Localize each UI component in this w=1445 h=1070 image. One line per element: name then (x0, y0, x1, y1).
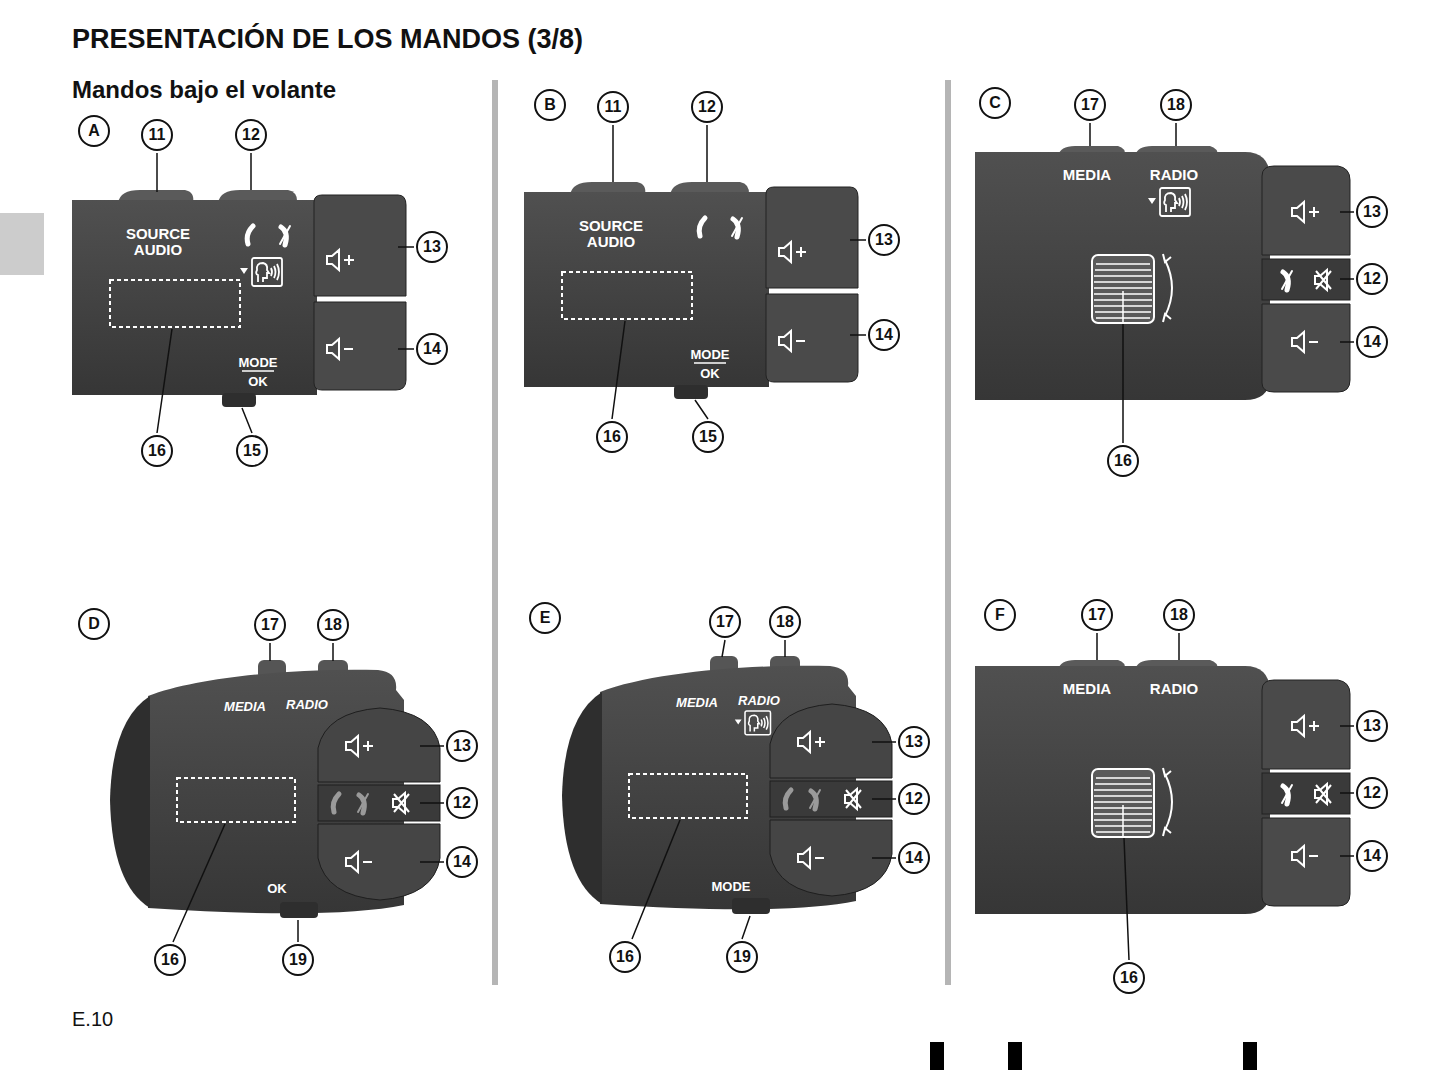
control-label: MEDIA (676, 695, 718, 710)
control-label: MODE (712, 879, 751, 894)
callout-number: 15 (236, 435, 268, 467)
callout-number: 12 (898, 783, 930, 815)
callout-number: 16 (141, 435, 173, 467)
page-decoration (930, 1042, 944, 1070)
page-title: PRESENTACIÓN DE LOS MANDOS (3/8) (72, 24, 583, 55)
control-label: OK (248, 374, 268, 389)
callout-number: 14 (416, 333, 448, 365)
callout-number: 13 (898, 726, 930, 758)
stalk-illustration (110, 660, 440, 918)
callout-number: 13 (416, 231, 448, 263)
callout-number: 12 (1356, 777, 1388, 809)
control-label: MEDIA (1063, 166, 1111, 183)
callout-number: 14 (868, 319, 900, 351)
callout-number: 14 (1356, 326, 1388, 358)
callout-number: 12 (446, 787, 478, 819)
leader-line (1090, 123, 1354, 443)
leader-line (157, 123, 1354, 960)
stalk-illustration (975, 660, 1350, 914)
callout-number: 13 (868, 224, 900, 256)
callout-number: D (78, 608, 110, 640)
callout-number: 16 (154, 944, 186, 976)
control-label: SOURCE AUDIO (113, 226, 203, 258)
stalk-illustration (975, 146, 1350, 400)
page-decoration (1243, 1042, 1257, 1070)
control-label: OK (267, 881, 287, 896)
callout-number: 13 (1356, 710, 1388, 742)
stalk-illustration (524, 182, 858, 399)
callout-number: 18 (1160, 89, 1192, 121)
control-label: MEDIA (224, 699, 266, 714)
leader-line (173, 643, 444, 942)
callout-number: 14 (898, 842, 930, 874)
stalk-illustration (240, 258, 282, 286)
control-label: RADIO (738, 693, 780, 708)
leader-line (1097, 633, 1354, 960)
callout-number: 19 (726, 941, 758, 973)
control-label: RADIO (286, 697, 328, 712)
stalk-illustration (72, 190, 406, 407)
page-decoration (0, 213, 44, 275)
callout-number: 14 (1356, 840, 1388, 872)
page-decoration (945, 80, 951, 985)
callout-number: 13 (1356, 196, 1388, 228)
callout-number: 14 (446, 846, 478, 878)
leader-line (612, 125, 866, 419)
page-number: E.10 (72, 1008, 113, 1031)
callout-number: 17 (254, 609, 286, 641)
callout-number: 16 (596, 421, 628, 453)
leader-line (632, 640, 896, 939)
callout-number: 11 (141, 119, 173, 151)
callout-number: 19 (282, 944, 314, 976)
callout-number: A (78, 115, 110, 147)
callout-number: E (529, 602, 561, 634)
callout-number: 15 (692, 421, 724, 453)
callout-number: 18 (317, 609, 349, 641)
stalk-illustration (1148, 188, 1190, 216)
callout-number: 12 (691, 91, 723, 123)
stalk-illustration (735, 711, 771, 735)
control-label: MODE (691, 347, 730, 362)
page-decoration (492, 80, 498, 985)
callout-number: 17 (709, 606, 741, 638)
callout-number: 16 (609, 941, 641, 973)
leader-line (157, 153, 414, 433)
control-label: RADIO (1150, 680, 1198, 697)
callout-number: 17 (1081, 599, 1113, 631)
callout-number: B (534, 89, 566, 121)
callout-number: C (979, 87, 1011, 119)
callout-number: 16 (1107, 445, 1139, 477)
callout-number: F (984, 599, 1016, 631)
control-label: SOURCE AUDIO (566, 218, 656, 250)
callout-number: 18 (769, 606, 801, 638)
stalk-illustration (72, 146, 1350, 918)
callout-number: 12 (235, 119, 267, 151)
callout-number: 18 (1163, 599, 1195, 631)
page-decoration (1008, 1042, 1022, 1070)
callout-number: 13 (446, 730, 478, 762)
callout-number: 17 (1074, 89, 1106, 121)
control-label: MODE (239, 355, 278, 370)
stalk-illustration (562, 656, 892, 914)
callout-number: 12 (1356, 263, 1388, 295)
control-label: MEDIA (1063, 680, 1111, 697)
control-label: RADIO (1150, 166, 1198, 183)
callout-number: 11 (597, 91, 629, 123)
callout-number: 16 (1113, 962, 1145, 994)
control-label: OK (700, 366, 720, 381)
subtitle: Mandos bajo el volante (72, 76, 336, 104)
